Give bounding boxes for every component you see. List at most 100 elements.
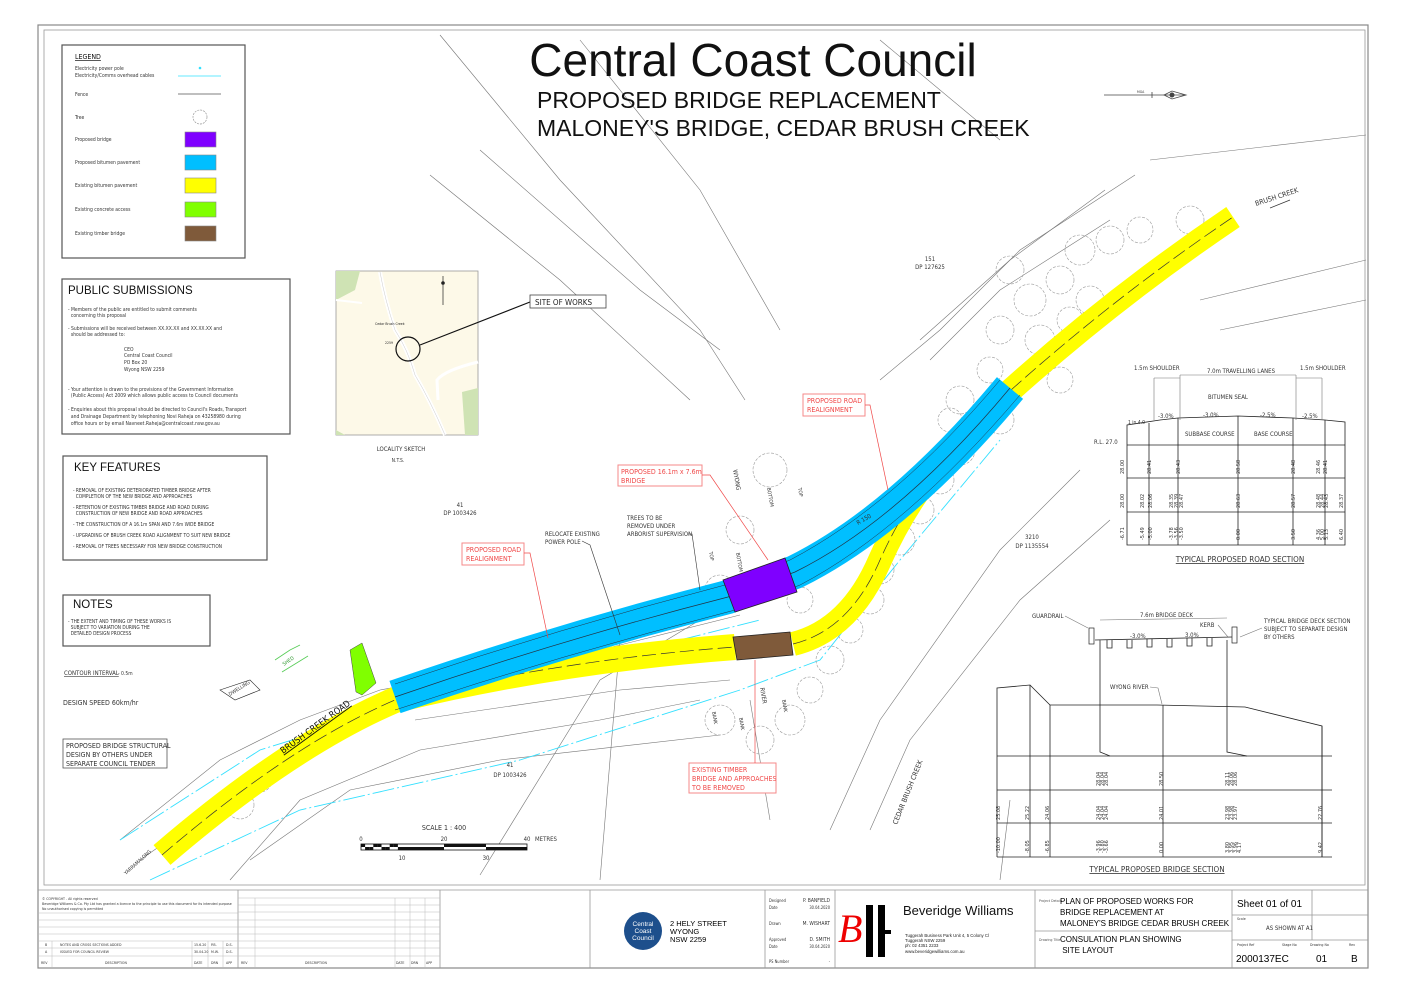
- note-relocate-pole: POWER POLE: [545, 539, 581, 546]
- power-pole-icon: [198, 66, 202, 70]
- project-details: MALONEY'S BRIDGE CEDAR BRUSH CREEK: [1060, 919, 1230, 928]
- legend-item-label: Existing concrete access: [75, 207, 131, 213]
- section-value: -10.00: [996, 837, 1002, 853]
- notes-heading: NOTES: [73, 599, 113, 611]
- section-value: 0.00: [1159, 842, 1165, 853]
- section-value: -6.85: [1045, 840, 1051, 853]
- tree-icon: [1095, 225, 1125, 255]
- tree-icon: [1064, 234, 1096, 266]
- key-features-panel: KEY FEATURES - REMOVAL OF EXISTING DETER…: [62, 455, 268, 561]
- callout-proposed-bridge: PROPOSED 16.1m x 7.6m BRIDGE: [617, 464, 769, 561]
- legend-swatch: [184, 154, 217, 171]
- tree-icon: [725, 515, 755, 545]
- section-value: -3.80: [1100, 840, 1106, 853]
- text-line: and Drainage Department by telephoning N…: [68, 414, 241, 420]
- revision-date: 15.6.20: [194, 943, 206, 947]
- wyong-river-label: WYONG RIVER: [1110, 684, 1149, 691]
- grade-label: -3.0%: [1158, 413, 1174, 420]
- bridge-section-note: SUBJECT TO SEPARATE DESIGN: [1264, 626, 1347, 633]
- rev-header: DATE: [194, 961, 202, 965]
- designed-by: P. BANFIELD: [803, 898, 831, 904]
- base-course-label: BASE COURSE: [1254, 431, 1293, 438]
- map-postcode-label: 2259: [385, 341, 393, 345]
- section-value: 4.36: [1316, 529, 1322, 540]
- section-value: -5.00: [1148, 527, 1154, 540]
- typical-road-section: 1.5m SHOULDER 7.0m TRAVELLING LANES 1.5m…: [1094, 365, 1346, 564]
- council-address: 2 HELY STREET: [670, 919, 727, 928]
- section-value: 28.00: [1120, 494, 1126, 508]
- creek-name-label: CEDAR BRUSH CREEK: [891, 758, 924, 825]
- subtitle-line-1: PROPOSED BRIDGE REPLACEMENT: [537, 87, 941, 113]
- text-line: SUBJECT TO VARIATION DURING THE: [68, 625, 150, 631]
- section-value: 25.22: [1025, 806, 1031, 820]
- text-line: - THE EXTENT AND TIMING OF THESE WORKS I…: [68, 619, 171, 625]
- section-value: 24.04: [1100, 806, 1106, 820]
- section-value: 24.01: [1159, 806, 1165, 820]
- section-value: 28.57: [1291, 494, 1297, 508]
- section-value: 28.06: [1148, 494, 1154, 508]
- firm-address: Tuggerah Business Park Unit 4, 5 Colony …: [905, 933, 989, 938]
- page-title: Central Coast Council: [529, 34, 976, 86]
- text-line: - RETENTION OF EXISTING TIMBER BRIDGE AN…: [73, 505, 209, 511]
- tree-icon: [192, 109, 208, 125]
- shed-outline: [274, 644, 309, 673]
- tree-icon: [1046, 366, 1074, 394]
- bridge-deck-label: 7.6m BRIDGE DECK: [1140, 612, 1193, 619]
- text-line: - UPGRADING OF BRUSH CREEK ROAD ALIGNMEN…: [73, 533, 231, 539]
- revision-description: NOTES AND CROSS SECTIONS ADDED: [60, 943, 122, 947]
- tree-icon: [945, 385, 975, 415]
- section-value: 5.00: [1320, 529, 1326, 540]
- section-value: 6.40: [1339, 529, 1345, 540]
- text-line: concerning this proposal: [68, 313, 126, 319]
- site-marker-circle: [395, 336, 421, 362]
- tree-icon: [815, 645, 845, 675]
- scale-tick-label: 20: [441, 836, 448, 843]
- section-value: 25.08: [996, 806, 1002, 820]
- council-address: NSW 2259: [670, 935, 706, 944]
- locality-nts: N.T.S.: [392, 458, 405, 464]
- legend-item-label: Tree: [74, 115, 85, 121]
- section-value: -6.71: [1120, 527, 1126, 540]
- existing-bitumen-pavement: [153, 207, 1240, 865]
- section-value: 23.98: [1229, 806, 1235, 820]
- section-value: 28.43: [1324, 494, 1330, 508]
- guardrail-icon: [1088, 627, 1095, 645]
- project-details-label: Project Details: [1039, 899, 1063, 903]
- structural-note: SEPARATE COUNCIL TENDER: [66, 760, 156, 768]
- bank-label: BANK: [710, 711, 718, 725]
- key-features-heading: KEY FEATURES: [74, 462, 161, 474]
- drawn-by: M. WISHART: [803, 921, 831, 927]
- section-value: 4.17: [1237, 842, 1243, 853]
- drawn-label: Drawn: [769, 921, 781, 926]
- legend-swatch: [184, 225, 217, 242]
- section-value: 3.96: [1233, 842, 1239, 853]
- lot-dp: DP 1135554: [1015, 543, 1049, 550]
- approved-by: D. SMITH: [809, 937, 830, 943]
- section-value: 28.41: [1147, 460, 1153, 474]
- callouts: PROPOSED ROAD REALIGNMENT PROPOSED 16.1m…: [461, 393, 889, 794]
- svg-text:TO BE REMOVED: TO BE REMOVED: [691, 784, 745, 792]
- legend-swatch: [184, 177, 217, 194]
- contour-interval-label: CONTOUR INTERVAL: [64, 670, 119, 677]
- tree-icon: [1175, 205, 1205, 235]
- scale-tick-label: 30: [483, 855, 490, 862]
- rev-header: REV: [241, 961, 248, 965]
- section-value: -5.49: [1140, 527, 1146, 540]
- scale-segment: [402, 847, 444, 850]
- locality-sketch: Cedar Brush Creek 2259 SITE OF WORKS LOC…: [335, 270, 607, 464]
- section-value: 24.04: [1104, 806, 1110, 820]
- tree-icon: [1126, 216, 1154, 244]
- revision-date: 30.04.20: [194, 950, 208, 954]
- design-speed-note: DESIGN SPEED 60km/hr: [63, 699, 139, 707]
- svg-text:BRIDGE AND APPROACHES: BRIDGE AND APPROACHES: [692, 775, 777, 783]
- text-line: - Enquiries about this proposal should b…: [68, 407, 247, 413]
- svg-text:REALIGNMENT: REALIGNMENT: [807, 406, 853, 414]
- scale-title: SCALE 1 : 400: [422, 824, 466, 832]
- scale-unit: METRES: [535, 836, 558, 843]
- rev-header: DRN: [211, 961, 219, 965]
- revision: B: [1351, 954, 1358, 965]
- callout-road-realignment-east: PROPOSED ROAD REALIGNMENT: [802, 393, 889, 491]
- section-value: 23.98: [1225, 806, 1231, 820]
- revision-drn: P.B.: [211, 943, 217, 947]
- beveridge-williams-logo: B: [838, 905, 891, 957]
